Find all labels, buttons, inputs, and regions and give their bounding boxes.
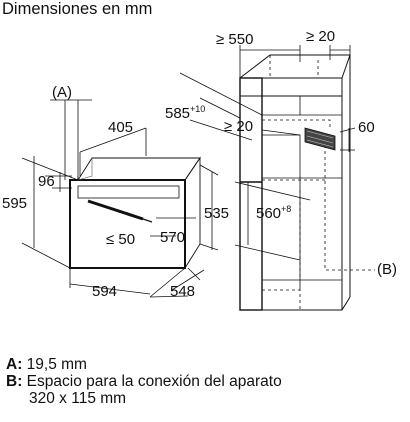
installation-diagram: (A) 405 96 595 ≤ 50 535 570 594 548 xyxy=(2,28,397,311)
connection-cutout xyxy=(304,127,336,151)
legend-b-text: Espacio para la conexión del aparato xyxy=(26,373,282,390)
dim-548: 548 xyxy=(170,283,195,300)
dim-405: 405 xyxy=(108,119,133,136)
dim-560: 560+8 xyxy=(256,204,291,222)
legend-b-size: 320 x 115 mm xyxy=(29,390,127,407)
dim-585: 585+10 xyxy=(165,104,205,122)
oven-dimension-lines xyxy=(21,99,219,298)
legend-a-key: A: xyxy=(6,356,23,373)
dim-ge-20-top: ≥ 20 xyxy=(306,28,335,45)
marker-b: (B) xyxy=(377,261,397,278)
legend-b-key: B: xyxy=(6,373,23,390)
cabinet-dashed-guides xyxy=(262,55,375,310)
dim-595: 595 xyxy=(2,195,27,212)
marker-a: (A) xyxy=(52,84,72,101)
dim-594: 594 xyxy=(92,283,117,300)
dim-le-50: ≤ 50 xyxy=(106,231,135,248)
title: Dimensiones en mm xyxy=(2,0,153,18)
dim-96: 96 xyxy=(38,173,55,190)
legend: A: 19,5 mm B: Espacio para la conexión d… xyxy=(6,356,282,407)
dim-535: 535 xyxy=(204,205,229,222)
legend-b: B: Espacio para la conexión del aparato xyxy=(6,373,282,390)
dim-ge-20-mid: ≥ 20 xyxy=(224,118,253,135)
dim-570: 570 xyxy=(160,229,185,246)
dim-60: 60 xyxy=(358,119,375,136)
cabinet-drawing xyxy=(239,54,351,311)
legend-a: A: 19,5 mm xyxy=(6,356,282,373)
dim-ge-550: ≥ 550 xyxy=(216,31,253,48)
legend-a-text: 19,5 mm xyxy=(26,356,87,373)
oven-drawing xyxy=(69,156,201,270)
cabinet-dimension-lines xyxy=(179,45,356,261)
